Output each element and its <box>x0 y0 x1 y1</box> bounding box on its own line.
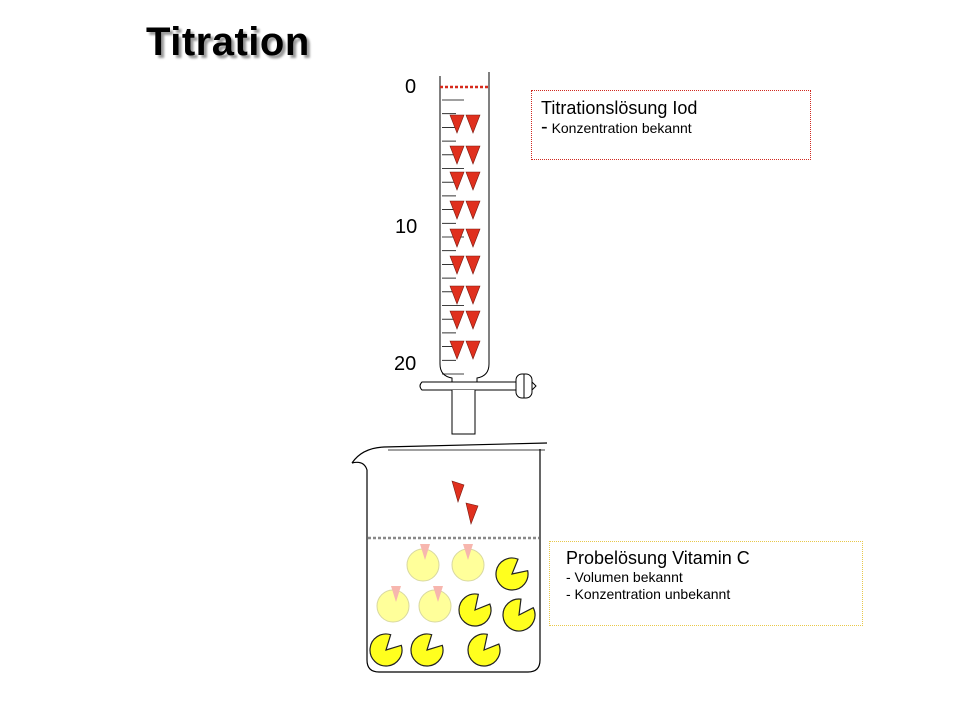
sample-heading: Probelösung Vitamin C <box>566 548 750 568</box>
iodine-drop <box>449 255 465 275</box>
vitamin-c-molecule <box>495 557 529 591</box>
titrant-info-box: Titrationslösung Iod - Konzentration bek… <box>531 90 811 160</box>
iodine-drop <box>449 145 465 165</box>
reacted-vitamin-c-molecule <box>418 589 452 623</box>
vitamin-c-molecule <box>502 598 536 632</box>
iodine-drop <box>465 285 481 305</box>
iodine-drop <box>465 114 481 134</box>
reacted-vitamin-c-molecule <box>406 548 440 582</box>
sample-volume-text: - Volumen bekannt <box>566 569 683 585</box>
burette <box>439 72 490 384</box>
sample-concentration-text: - Konzentration unbekannt <box>566 586 731 602</box>
titrant-heading: Titrationslösung Iod <box>541 98 698 118</box>
stopcock <box>419 373 537 435</box>
burette-scale-label-10: 10 <box>395 216 418 238</box>
iodine-drop <box>449 340 465 360</box>
vitamin-c-molecule <box>369 633 403 667</box>
iodine-drop <box>449 171 465 191</box>
iodine-drop <box>465 228 481 248</box>
reacted-iodine-drop <box>463 544 473 560</box>
iodine-drops-falling <box>451 480 479 526</box>
reacted-iodine-drop <box>433 586 443 602</box>
iodine-drop <box>465 200 481 220</box>
burette-scale-label-0: 0 <box>405 76 417 98</box>
reacted-vitamin-c-molecule <box>376 589 410 623</box>
reacted-iodine-drop <box>420 544 430 560</box>
vitamin-c-molecule <box>467 633 501 667</box>
iodine-drop <box>465 171 481 191</box>
beaker <box>351 442 548 673</box>
iodine-drops-burette <box>449 114 481 360</box>
iodine-drop <box>449 114 465 134</box>
iodine-drop <box>449 200 465 220</box>
titrant-concentration-text: Konzentration bekannt <box>551 120 692 136</box>
titrant-dash: - <box>541 116 548 138</box>
iodine-drop <box>465 340 481 360</box>
vitamin-c-molecule <box>410 633 444 667</box>
iodine-drop <box>449 228 465 248</box>
iodine-drop <box>465 255 481 275</box>
vitamin-c-molecules <box>369 544 536 667</box>
sample-info-box: Probelösung Vitamin C - Volumen bekannt … <box>549 541 863 626</box>
iodine-drop <box>449 310 465 330</box>
page-title: Titration <box>146 20 310 64</box>
falling-iodine-drop <box>451 480 465 503</box>
reacted-iodine-drop <box>391 586 401 602</box>
iodine-drop <box>449 285 465 305</box>
falling-iodine-drop <box>465 502 479 526</box>
titrant-line: - Konzentration bekannt <box>532 116 810 138</box>
iodine-drop <box>465 145 481 165</box>
iodine-drop <box>465 310 481 330</box>
vitamin-c-molecule <box>458 593 492 627</box>
burette-scale-label-20: 20 <box>394 353 417 375</box>
